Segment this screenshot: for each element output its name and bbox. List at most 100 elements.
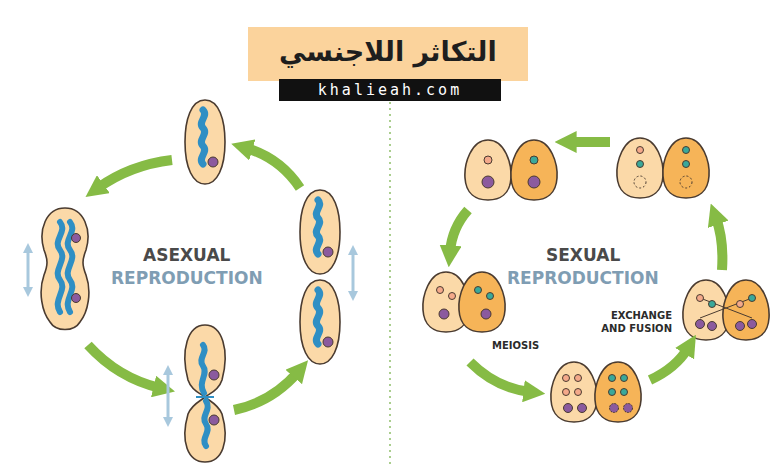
cell-pair-bottom-stroke [563,389,570,396]
cell-right-upper [300,190,340,274]
cell-pair-top-right [617,138,709,198]
cell-dividing-bottom-stroke [185,325,225,462]
cycle-arrows-asexual [88,148,300,410]
cycle-title: SEXUAL [546,245,620,266]
cell-pair-bottom-stroke [575,375,582,382]
site-url: khalieah.com [279,81,501,99]
cell-pair-left-stroke [481,309,491,319]
cell-pair-top-left-stroke [482,176,494,188]
elongation-arrows-stroke [27,248,30,292]
cell-top-stroke [201,110,204,164]
cycle-arrows-sexual-stroke [716,218,722,270]
cell-right-upper-stroke [323,247,333,257]
elongation-arrows-stroke [167,370,170,422]
cell-pair-top-left [465,140,557,200]
cell-top-stroke [208,157,218,167]
cell-dividing-bottom-stroke [209,415,219,425]
title-banner: التكاثر اللاجنسي [248,27,528,81]
divider-line [389,102,391,468]
cell-elongating-left-stroke [72,234,81,243]
cell-top-stroke [185,100,225,184]
cell-pair-top-right-stroke [663,138,709,198]
cell-dividing-bottom [185,325,225,462]
cell-pair-bottom [551,362,641,422]
cycle-arrows-sexual-stroke [470,362,530,392]
cell-pair-right-stroke [748,320,757,329]
cell-pair-right-stroke [736,322,745,331]
cell-right-lower-stroke [316,290,319,344]
cycle-title: REPRODUCTION [507,268,659,289]
cell-pair-right-stroke [697,295,704,302]
cell-dividing-bottom-stroke [196,396,214,398]
stage-label: MEIOSIS [492,340,539,353]
cell-pair-top-right-stroke [637,147,644,154]
cell-pair-left-stroke [459,272,505,332]
cell-elongating-left-stroke [72,294,81,303]
cell-elongating-left-stroke [58,222,63,312]
cell-right-lower-stroke [300,280,340,364]
cell-dividing-bottom-stroke [201,345,204,393]
cell-pair-bottom-stroke [621,389,628,396]
cell-right-upper-stroke [316,200,319,254]
cell-pair-bottom-stroke [624,404,633,413]
cell-pair-left-stroke [439,309,449,319]
site-bar: khalieah.com [279,79,501,101]
cell-pair-top-right-stroke [680,176,692,188]
cell-pair-top-left-stroke [530,156,538,164]
cell-pair-top-right-stroke [634,176,646,188]
cycle-arrows-asexual-stroke [246,148,300,188]
cycle-arrows-sexual-stroke [450,210,468,252]
cell-pair-bottom-stroke [609,389,616,396]
cell-right-lower [300,280,340,364]
cell-pair-right-stroke [749,295,756,302]
cell-pair-left-stroke [437,287,444,294]
cycle-arrows-asexual-stroke [98,160,172,188]
cell-right-upper-stroke [300,190,340,274]
cell-pair-top-left-stroke [465,140,511,200]
cell-pair-bottom-stroke [551,362,597,422]
cell-elongating-left [41,208,89,330]
cycle-title: REPRODUCTION [111,268,263,289]
cell-pair-top-right-stroke [683,161,690,168]
cell-pair-left-stroke [449,293,456,300]
cell-pair-top-left-stroke [511,140,557,200]
elongation-arrows [28,248,353,422]
cell-pair-top-left-stroke [528,176,540,188]
cycle-arrows-asexual-stroke [88,345,160,388]
cell-pair-left [423,272,505,332]
cell-pair-top-right-stroke [637,161,644,168]
cell-dividing-bottom-stroke [204,401,207,446]
cell-elongating-left-stroke [41,208,89,330]
cell-pair-right-stroke [700,298,752,318]
cell-pair-bottom-stroke [621,375,628,382]
cell-pair-bottom-stroke [578,404,587,413]
cell-top [185,100,225,184]
cell-pair-left-stroke [487,293,494,300]
cell-pair-bottom-stroke [575,389,582,396]
cell-pair-right-stroke [696,320,705,329]
cell-pair-bottom-stroke [564,404,573,413]
cell-pair-right-stroke [737,301,744,308]
cycle-arrows-sexual-stroke [650,348,688,380]
cell-pair-bottom-stroke [610,404,619,413]
cell-pair-top-left-stroke [484,156,492,164]
cell-dividing-bottom-stroke [209,370,219,380]
cell-right-lower-stroke [323,337,333,347]
cell-pair-right-stroke [709,301,716,308]
stage-label: EXCHANGE AND FUSION [594,310,672,335]
cycle-arrows-sexual-stroke [570,137,610,147]
cell-pair-bottom-stroke [595,362,641,422]
cell-pair-top-right-stroke [617,138,663,198]
cell-pair-bottom-stroke [563,375,570,382]
cell-pair-bottom-stroke [609,375,616,382]
cell-pair-top-right-stroke [683,147,690,154]
cell-pair-left-stroke [475,287,482,294]
cycle-title: ASEXUAL [143,245,230,266]
cycle-arrows-sexual [450,142,722,392]
cell-pair-right-stroke [700,298,752,318]
cell-pair-right-stroke [708,322,717,331]
elongation-arrows-stroke [352,250,355,296]
title-text: التكاثر اللاجنسي [279,36,497,68]
cell-pair-right [683,280,769,340]
